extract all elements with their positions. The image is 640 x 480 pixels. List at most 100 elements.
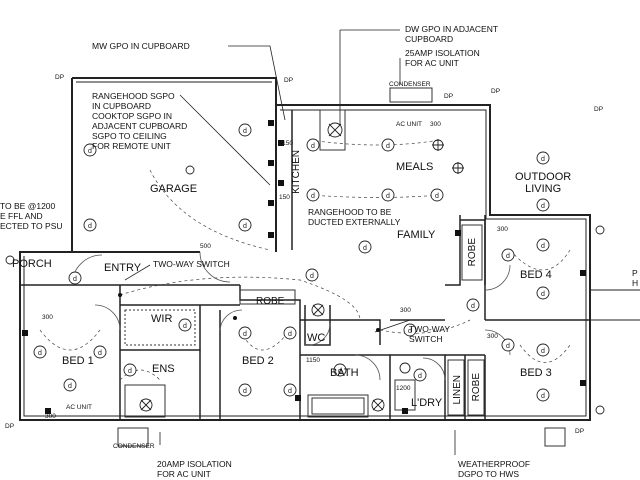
label-1200-ldry: 1200 <box>396 385 411 392</box>
label-condenser-top: CONDENSER <box>389 81 431 88</box>
downlight-entry-2 <box>305 268 319 282</box>
label-condenser-bottom: CONDENSER <box>113 443 155 450</box>
fan-symbols <box>139 122 411 412</box>
bathtub <box>307 394 369 418</box>
gpo-bed4 <box>580 270 586 276</box>
label-dp-6: DP <box>5 423 15 430</box>
svg-text:d: d <box>98 350 102 357</box>
room-robe-bed4-label: ROBE <box>467 238 478 267</box>
svg-text:d: d <box>243 388 247 395</box>
door-swing-ldry <box>422 357 446 381</box>
leader-lines <box>124 29 456 455</box>
svg-text:d: d <box>541 348 545 355</box>
downlight-outdoor-2 <box>536 198 550 212</box>
downlight-outdoor-1 <box>536 151 550 165</box>
note-psu: TO BE @1200 E FFL AND ECTED TO PSU <box>0 201 63 231</box>
downlight-ldry <box>413 368 427 382</box>
note-25amp-isolation: 25AMP ISOLATION FOR AC UNIT <box>405 48 480 68</box>
svg-text:d: d <box>183 323 187 330</box>
note-two-way-switch-entry: TWO-WAY SWITCH <box>153 259 230 269</box>
downlight-meals-2 <box>381 188 395 202</box>
downlight-garage-3 <box>238 123 252 137</box>
condenser-bottom-box <box>117 427 149 447</box>
downlight-bed4-1 <box>501 248 515 262</box>
exhaust-fan-ldry <box>399 362 411 374</box>
power-points <box>22 120 586 414</box>
gpo-bed2 <box>295 395 301 401</box>
linen-box <box>447 359 465 416</box>
kitchen-bench <box>319 109 346 151</box>
room-bed1-label: BED 1 <box>62 355 94 367</box>
gpo-family <box>455 230 461 236</box>
door-swing-bed2 <box>219 309 243 331</box>
label-dp-7: DP <box>575 428 585 435</box>
gpo-garage-1 <box>268 120 274 126</box>
svg-text:d: d <box>310 273 314 280</box>
gpo-kitchen-2 <box>278 180 284 186</box>
external-light-3 <box>5 255 15 265</box>
note-right-edge: P H <box>632 268 639 288</box>
svg-text:d: d <box>541 203 545 210</box>
svg-text:d: d <box>338 368 342 375</box>
robe-box-bed3 <box>467 359 485 416</box>
room-garage-label: GARAGE <box>150 183 198 195</box>
label-1150-kitchen: 1150 <box>279 140 293 147</box>
downlight-bed3-3 <box>536 388 550 402</box>
downlight-hall-1 <box>403 323 417 337</box>
hws-unit <box>544 427 566 447</box>
downlight-meals-1 <box>381 138 395 152</box>
downlight-symbols <box>33 123 550 402</box>
room-bed2-label: BED 2 <box>242 355 274 367</box>
label-500-garage: 500 <box>200 243 211 250</box>
wire-entry <box>119 276 361 321</box>
gpo-kitchen-1 <box>278 140 284 146</box>
room-wir-label: WIR <box>151 313 173 325</box>
family-wall <box>445 215 461 286</box>
svg-text:d: d <box>243 128 247 135</box>
svg-text:d: d <box>471 303 475 310</box>
svg-text:d: d <box>73 276 77 283</box>
downlight-bed1-2 <box>93 345 107 359</box>
downlight-garage-2 <box>83 218 97 232</box>
door-swing-bed1 <box>94 304 121 331</box>
leader-dw-gpo <box>339 29 400 125</box>
light-fittings <box>5 139 605 415</box>
svg-text:d: d <box>435 193 439 200</box>
room-bath-label: BATH <box>330 367 359 379</box>
downlight-ens <box>123 363 137 377</box>
leader-twoway1 <box>124 264 151 281</box>
leader-mw-gpo <box>228 45 286 121</box>
linen-wall <box>445 354 486 420</box>
room-outdoor-label: OUTDOOR LIVING <box>515 171 572 195</box>
label-ac-unit-bottom: AC UNIT <box>66 404 92 411</box>
house-outer-wall <box>19 104 591 421</box>
gpo-ldry <box>402 408 408 414</box>
svg-text:d: d <box>386 193 390 200</box>
room-linen-label: LINEN <box>452 375 463 405</box>
svg-text:d: d <box>311 193 315 200</box>
condenser-top-box <box>389 87 433 103</box>
svg-text:d: d <box>506 253 510 260</box>
svg-text:d: d <box>243 331 247 338</box>
downlight-meals-4 <box>358 240 372 254</box>
svg-text:d: d <box>288 388 292 395</box>
svg-text:d: d <box>88 223 92 230</box>
svg-text:d: d <box>541 291 545 298</box>
gpo-bed1-1 <box>22 330 28 336</box>
fixtures <box>117 87 566 447</box>
downlight-kitchen-1 <box>306 138 320 152</box>
gpo-garage-2 <box>268 160 274 166</box>
svg-text:d: d <box>506 343 510 350</box>
downlight-bed4-3 <box>536 286 550 300</box>
downlight-hall-2 <box>466 298 480 312</box>
room-robe-bed3-label: ROBE <box>471 373 482 402</box>
note-rangehood-ducted: RANGEHOOD TO BE DUCTED EXTERNALLY <box>308 207 401 227</box>
wir-shelf <box>124 309 196 346</box>
note-dw-gpo: DW GPO IN ADJACENT CUPBOARD <box>405 24 499 44</box>
label-1150-wc: 1150 <box>306 357 320 364</box>
note-two-way-switch-hall: TWO-WAY SWITCH <box>409 324 451 344</box>
svg-text:d: d <box>541 156 545 163</box>
right-wall-edge <box>590 289 640 321</box>
wire-bed1 <box>39 329 101 351</box>
